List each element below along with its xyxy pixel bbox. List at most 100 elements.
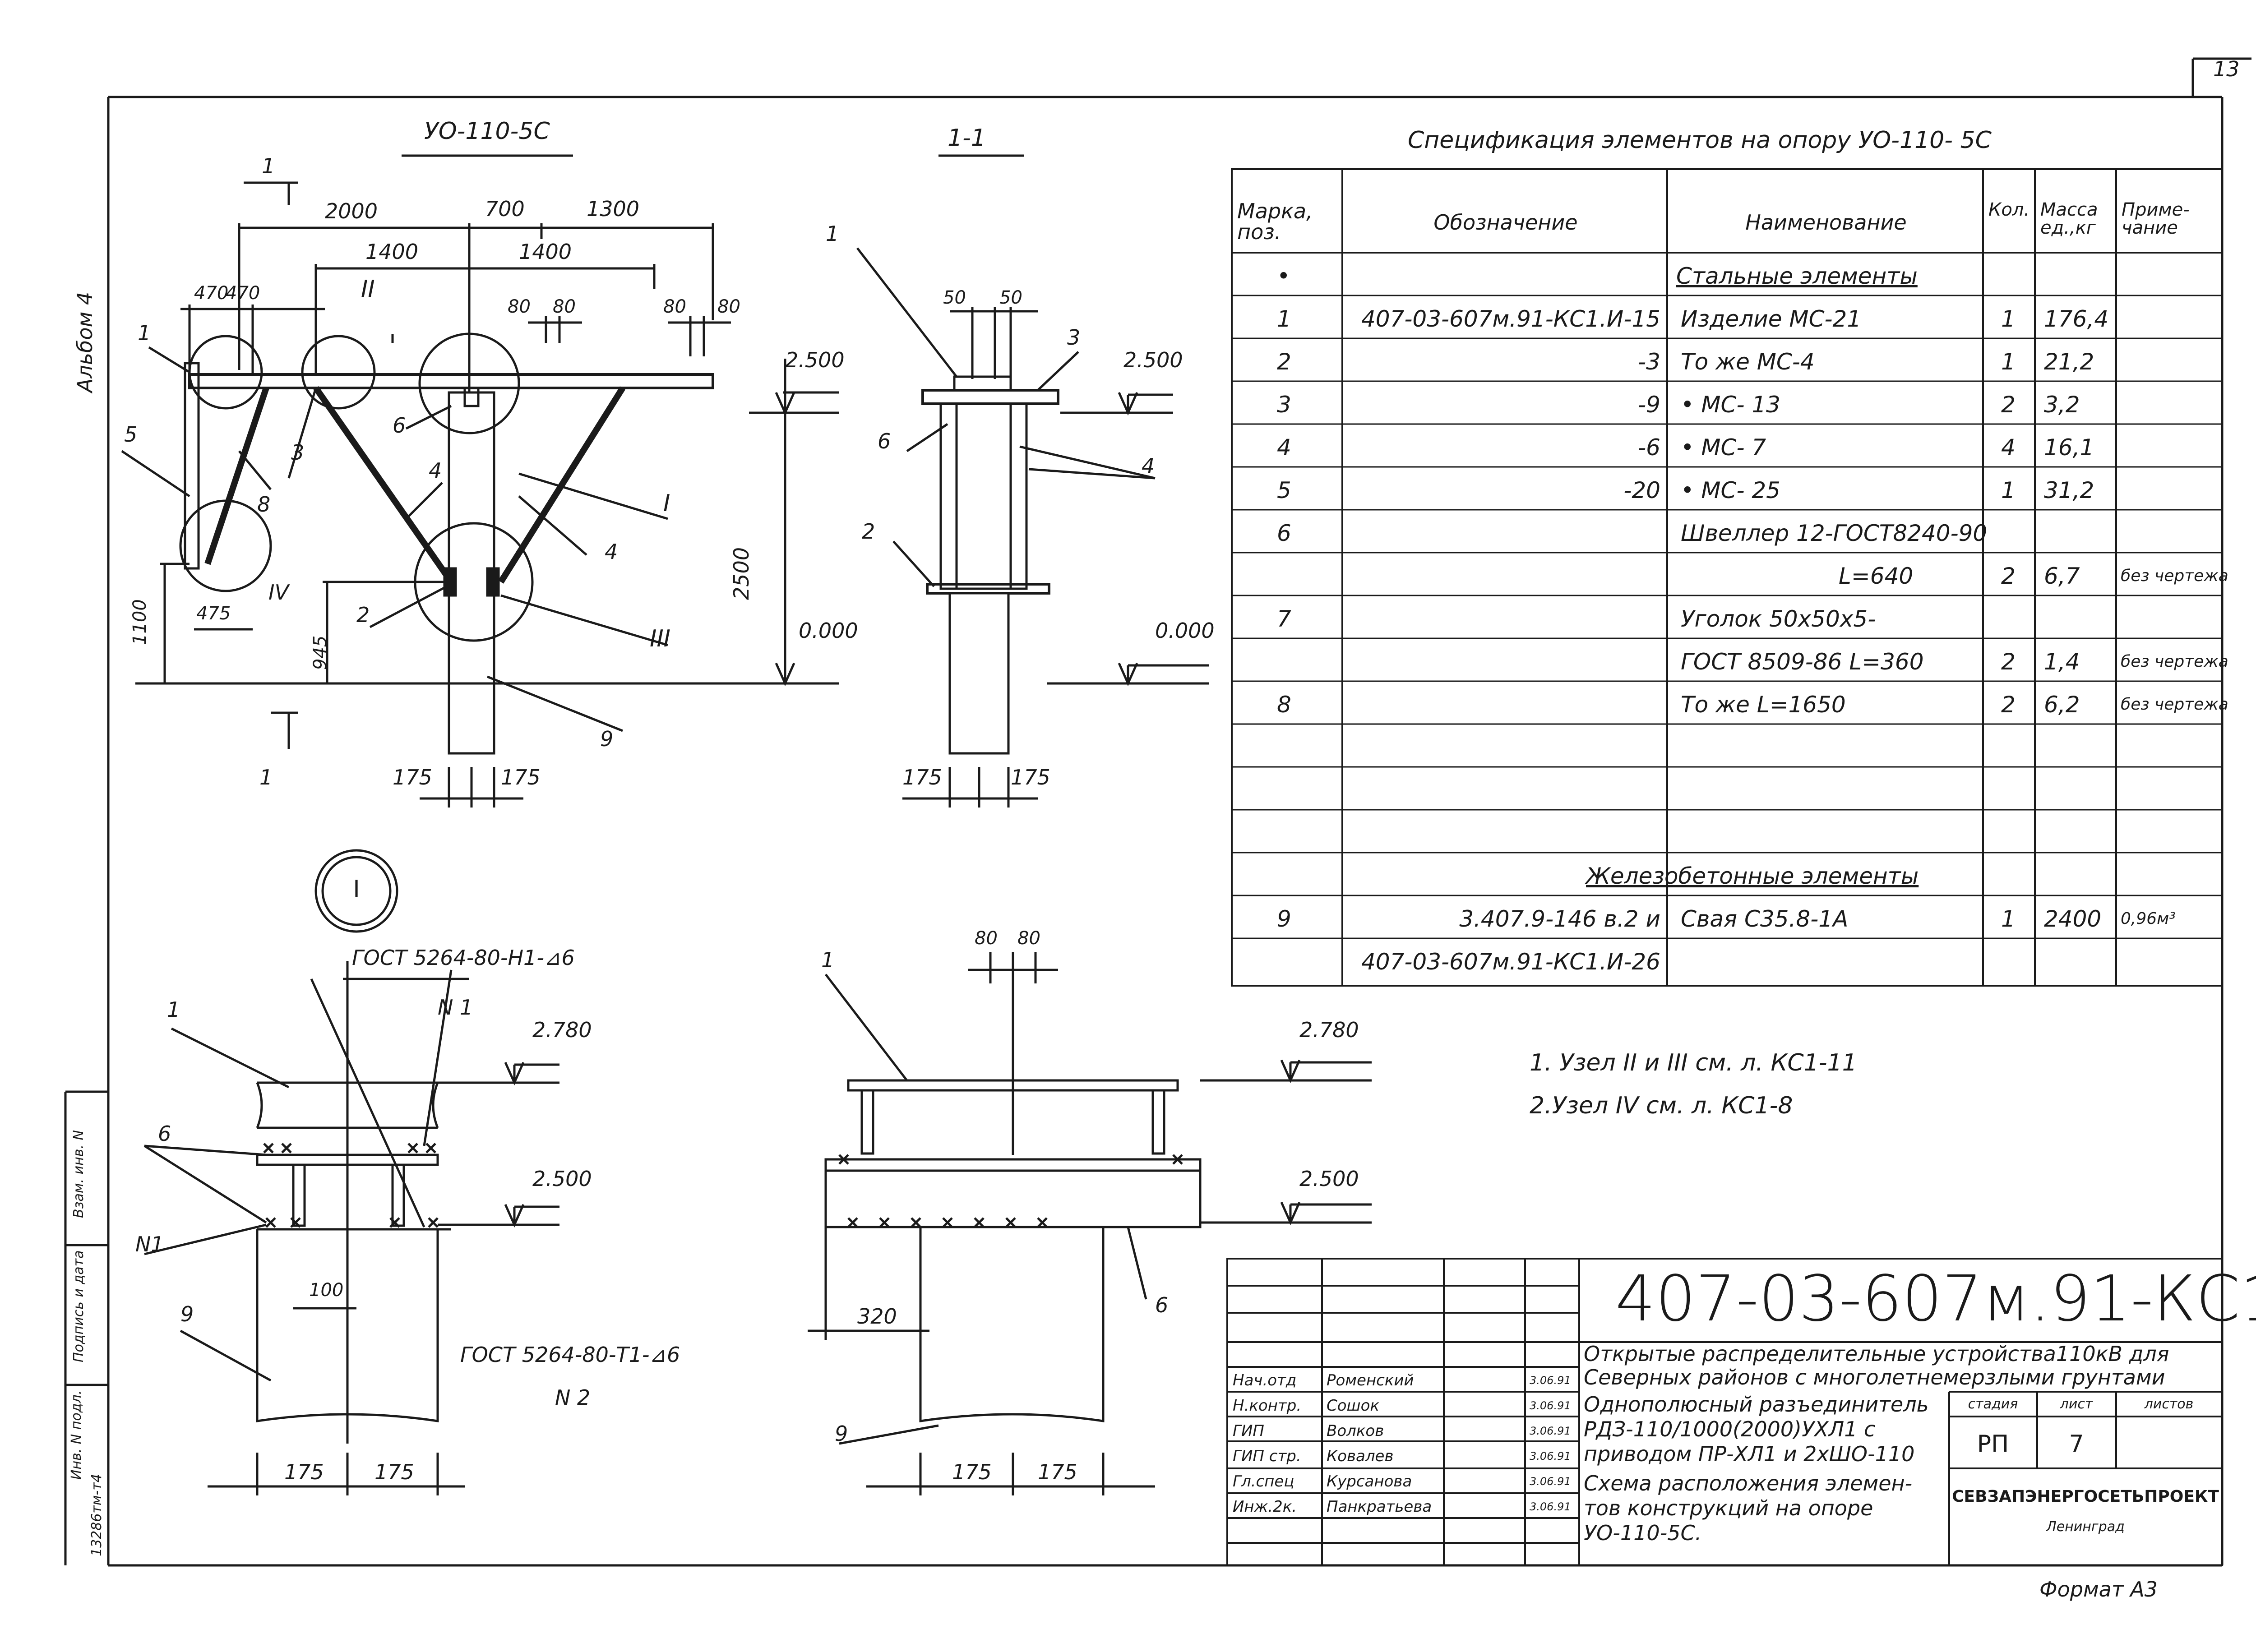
spec-cell: 176,4 [2044,305,2109,332]
detail-I-mark-9: 9 [180,1302,194,1326]
signature-date: 3.06.91 [1530,1450,1571,1463]
signature-name: Ковалев [1327,1447,1394,1465]
side-mark-6: 6 [1155,1293,1169,1317]
title-block-stage-header: стадия [1968,1396,2018,1412]
front-dim-2000: 2000 [325,199,378,223]
section-dim-175-left: 175 [902,765,942,789]
spec-table-title: Спецификация элементов на опору УО-110- … [1408,127,1992,154]
front-level-0000: 0.000 [799,618,858,643]
front-mark-8: 8 [257,492,271,517]
spec-cell: 6,7 [2044,563,2080,589]
detail-I-dim-175-left: 175 [284,1460,324,1484]
side-dim-80-left: 80 [975,928,998,949]
front-dim-175-left: 175 [393,765,432,789]
title-block-code: 407-03-607м.91-КС1 [1615,1262,2256,1336]
section-level-0000: 0.000 [1155,618,1215,643]
front-view-drawing [121,154,839,808]
margin-label-vzam: Взам. инв. N [71,1130,87,1218]
section-view-drawing [856,154,1209,808]
side-level-2500: 2.500 [1299,1167,1359,1191]
spec-cell: 7 [1277,605,1291,632]
front-node-II: II [361,276,375,303]
front-dim-1400-right: 1400 [519,240,572,264]
detail-I-mark-6: 6 [158,1121,171,1146]
spec-cell: То же МС-4 [1681,348,1815,375]
front-dim-80-b: 80 [553,296,576,317]
spec-header-cell: Масса ед.,кг [2040,199,2098,238]
section-level-2500: 2.500 [1123,348,1183,372]
side-dim-175-right: 175 [1038,1460,1077,1484]
spec-cell: 3,2 [2044,391,2080,418]
front-dim-2500: 2500 [729,547,754,600]
spec-cell: • [1277,263,1290,289]
note-2: 2.Узел IV см. л. КС1-8 [1530,1092,1793,1119]
signature-role: Инж.2к. [1233,1498,1297,1516]
margin-label-inv-podl: Инв. N подл. [69,1390,84,1480]
spec-header-cell: Приме- чание [2122,199,2190,238]
spec-cell: 21,2 [2044,348,2094,375]
section-dim-50-right: 50 [999,287,1022,308]
section-mark-3: 3 [1067,325,1081,350]
front-dim-470-b: 470 [226,283,260,304]
album-label: Альбом 4 [73,291,97,392]
front-dim-80-a: 80 [508,296,531,317]
title-block-object-line3: приводом ПР-ХЛ1 и 2хШО-110 [1584,1442,1915,1466]
note-1: 1. Узел II и III см. л. КС1-11 [1530,1049,1857,1076]
spec-cell: -3 [1638,348,1660,375]
detail-I-node-mark: I [353,876,360,903]
spec-header-cell: Наименование [1745,210,1907,235]
title-block-sheet: 7 [2069,1431,2084,1458]
spec-cell: -6 [1638,434,1660,461]
spec-cell: 2 [2001,391,2016,418]
front-dim-475: 475 [196,603,231,624]
front-mark-2: 2 [356,603,370,627]
front-mark-3: 3 [291,440,305,465]
section-mark-1: 1 [826,221,839,246]
margin-value-inv-podl: 13286тм-т4 [89,1474,105,1556]
spec-cell: Свая С35.8-1А [1681,905,1849,932]
spec-cell: 16,1 [2044,434,2094,461]
front-node-IV: IV [268,580,289,605]
front-dim-945: 945 [310,635,331,670]
spec-cell: 5 [1277,477,1291,503]
signature-date: 3.06.91 [1530,1475,1571,1488]
spec-header-cell: Кол. [1988,199,2030,220]
side-dim-320: 320 [857,1304,897,1329]
spec-cell: Железобетонные элементы [1586,863,1919,889]
detail-I-weld-bottom-n: N 2 [555,1385,591,1410]
signature-role: Н.контр. [1233,1397,1302,1415]
detail-I-mark-N1: N1 [135,1232,164,1256]
front-dim-1300: 1300 [587,197,640,221]
detail-I-level-2780: 2.780 [532,1018,592,1042]
spec-cell: 407-03-607м.91-КС1.И-26 [1361,948,1660,975]
title-block-object-line2: РДЗ-110/1000(2000)УХЛ1 с [1584,1417,1876,1441]
title-block-project-line2: Северных районов с многолетнемерзлыми гр… [1584,1365,2165,1389]
spec-cell: -9 [1638,391,1660,418]
detail-I-drawing [143,849,559,1495]
front-node-I: I [663,490,670,517]
signature-date: 3.06.91 [1530,1425,1571,1437]
title-block-sheet-title-line3: УО-110-5С. [1584,1521,1702,1545]
spec-cell: 1 [2001,905,2016,932]
spec-cell: -20 [1623,477,1660,503]
title-block-object-line1: Однополюсный разъединитель [1584,1392,1929,1417]
front-view-title: УО-110-5С [424,118,550,145]
front-dim-80-d: 80 [717,296,740,317]
signature-date: 3.06.91 [1530,1500,1571,1513]
signature-role: ГИП стр. [1233,1447,1301,1465]
section-dim-50-left: 50 [943,287,966,308]
detail-side-drawing [808,952,1372,1495]
front-mark-1: 1 [138,321,151,345]
front-dim-80-c: 80 [663,296,686,317]
side-mark-9: 9 [835,1421,848,1446]
sheet-frame [64,57,2251,1567]
title-block-stage: РП [1977,1431,2009,1458]
detail-I-weld-bottom: ГОСТ 5264-80-Т1-⊿6 [460,1343,680,1367]
front-mark-9: 9 [600,727,614,751]
side-level-2780: 2.780 [1299,1018,1359,1042]
front-level-2500: 2.500 [785,348,845,372]
front-dim-175-right: 175 [501,765,541,789]
spec-table-rowlines [1232,295,2222,939]
spec-cell: 2 [1277,348,1291,375]
